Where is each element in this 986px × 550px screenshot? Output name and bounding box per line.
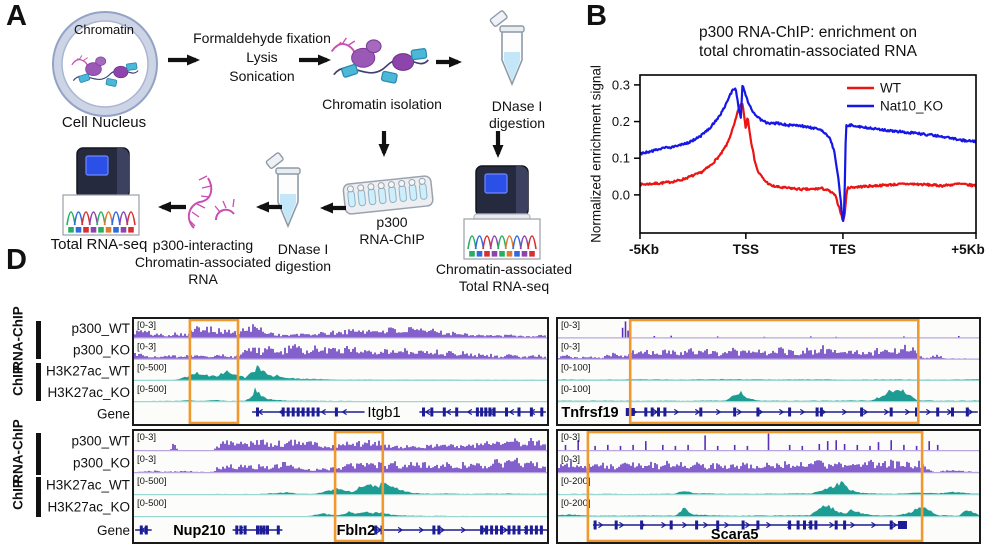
step-sonication-label: Sonication: [229, 68, 295, 84]
chart-title-line1: p300 RNA-ChIP: enrichment on: [699, 24, 917, 41]
track-scale-label: [0-500]: [137, 476, 167, 487]
gene-model: Nup210: [135, 523, 283, 539]
signal-track: [557, 504, 980, 517]
track-scale-label: [0-100]: [561, 384, 591, 395]
track-scale-label: [0-3]: [561, 320, 580, 331]
signal-track: [134, 324, 546, 338]
track-scale-label: [0-3]: [561, 341, 580, 352]
p300-rna-chip-label: RNA-ChIP: [359, 231, 425, 247]
track-scale-label: [0-3]: [561, 432, 580, 443]
gene-model: Itgb1: [252, 404, 546, 421]
y-tick-label: 0.0: [612, 187, 630, 202]
rna-icon: [187, 175, 235, 229]
signal-track: [134, 344, 546, 360]
row-label: H3K27ac_KO: [47, 385, 130, 400]
signal-track: [170, 438, 546, 451]
dnase-digestion-label: DNase I: [491, 98, 543, 114]
signal-track: [558, 459, 978, 473]
panel-b-label: B: [586, 0, 607, 32]
step-lysis-label: Lysis: [246, 49, 278, 65]
row-label: H3K27ac_WT: [46, 478, 130, 493]
chromatin-isolation-label: Chromatin isolation: [322, 96, 442, 112]
pcr-strip-icon: [342, 175, 434, 215]
gene-model: Scara5: [592, 520, 907, 543]
signal-track: [133, 511, 548, 517]
highlight-box: [188, 318, 240, 425]
group-bracket: [36, 433, 41, 475]
track-scale-label: [0-500]: [137, 384, 167, 395]
row-label: Gene: [97, 407, 130, 422]
p300-rna-chip-label: p300: [376, 214, 408, 230]
y-tick-label: 0.3: [612, 77, 630, 92]
total-rna-seq-label: Total RNA-seq: [50, 236, 148, 253]
gene-label: Nup210: [173, 523, 225, 539]
dnase-digestion-label: digestion: [274, 258, 332, 274]
track-scale-label: [0-3]: [137, 320, 156, 331]
highlight-box: [586, 430, 924, 543]
series-line-nat10_ko: [640, 84, 976, 223]
y-tick-label: 0.2: [612, 114, 630, 129]
genome-block: [0-3] [0-3] [0-200] [0-200] Scara5: [556, 429, 981, 544]
track-scale-label: [0-100]: [561, 363, 591, 374]
gene-label: Scara5: [711, 527, 759, 543]
dnase-digestion-label: digestion: [488, 115, 546, 131]
row-label: H3K27ac_WT: [46, 364, 130, 379]
p300-interacting-label: Chromatin-associated: [134, 254, 272, 270]
sanger-trace-icon: [62, 194, 140, 236]
genome-block: [0-3] [0-3] [0-500] [0-500] Itgb1 p300_WT p300…: [46, 317, 549, 426]
y-axis-label: Normalized enrichment signal: [588, 65, 604, 243]
track-scale-label: [0-3]: [137, 432, 156, 443]
track-scale-label: [0-500]: [137, 363, 167, 374]
track-scale-label: [0-200]: [561, 476, 591, 487]
genome-block: [0-3] [0-3] [0-500] [0-500] Nup210 Fbln2 p300_…: [46, 429, 549, 544]
highlight-box: [628, 318, 920, 425]
row-label: H3K27ac_KO: [47, 500, 130, 515]
highlight-box: [333, 430, 385, 543]
row-label: p300_KO: [73, 342, 130, 357]
x-tick-label: TES: [830, 242, 856, 257]
chart-title-line2: total chromatin-associated RNA: [699, 43, 917, 60]
signal-track: [557, 389, 980, 402]
series-line-wt: [640, 102, 976, 222]
x-tick-label: -5Kb: [629, 242, 659, 257]
chromatin-associated-label: Chromatin-associated: [435, 261, 573, 277]
cell-nucleus-icon: [52, 11, 158, 117]
p300-interacting-label: RNA: [188, 271, 218, 287]
chromatin-associated-label: Total RNA-seq: [458, 278, 550, 294]
chromatin-label: Chromatin: [74, 22, 134, 37]
track-scale-label: [0-200]: [561, 498, 591, 509]
row-label: p300_WT: [71, 434, 130, 449]
group-bracket: [36, 321, 41, 359]
genome-block: [0-3] [0-3] [0-100] [0-100] Tnfrsf19: [556, 317, 981, 426]
row-label: p300_KO: [73, 456, 130, 471]
y-tick-label: 0.1: [612, 151, 630, 166]
enrichment-chart: 0.0 0.1 0.2 0.3 -5Kb TSS TES +5Kb WT Nat10_KO: [612, 74, 985, 257]
gene-label: Fbln2: [337, 523, 376, 539]
track-scale-label: [0-500]: [137, 498, 167, 509]
gene-label: Itgb1: [367, 404, 400, 421]
track-scale-label: [0-3]: [137, 341, 156, 352]
panel-d-label: D: [6, 244, 27, 276]
panel-a-label: A: [6, 0, 27, 32]
track-scale-label: [0-3]: [137, 454, 156, 465]
cell-nucleus-label: Cell Nucleus: [61, 114, 147, 131]
x-tick-label: +5Kb: [951, 242, 984, 257]
row-label: p300_WT: [71, 321, 130, 336]
x-tick-label: TSS: [733, 242, 759, 257]
chip-group-label: ChIP: [10, 479, 26, 510]
legend-label: WT: [880, 81, 901, 96]
row-label: Gene: [97, 523, 130, 538]
dnase-digestion-label: DNase I: [277, 241, 329, 257]
sanger-trace-icon: [463, 218, 541, 260]
group-bracket: [36, 363, 41, 401]
legend-label: Nat10_KO: [880, 99, 943, 114]
gene-label: Tnfrsf19: [561, 405, 618, 421]
group-bracket: [36, 477, 41, 517]
track-scale-label: [0-3]: [561, 454, 580, 465]
p300-interacting-label: p300-interacting: [152, 237, 254, 253]
step-fixation-label: Formaldehyde fixation: [193, 30, 331, 46]
signal-track: [133, 482, 548, 495]
